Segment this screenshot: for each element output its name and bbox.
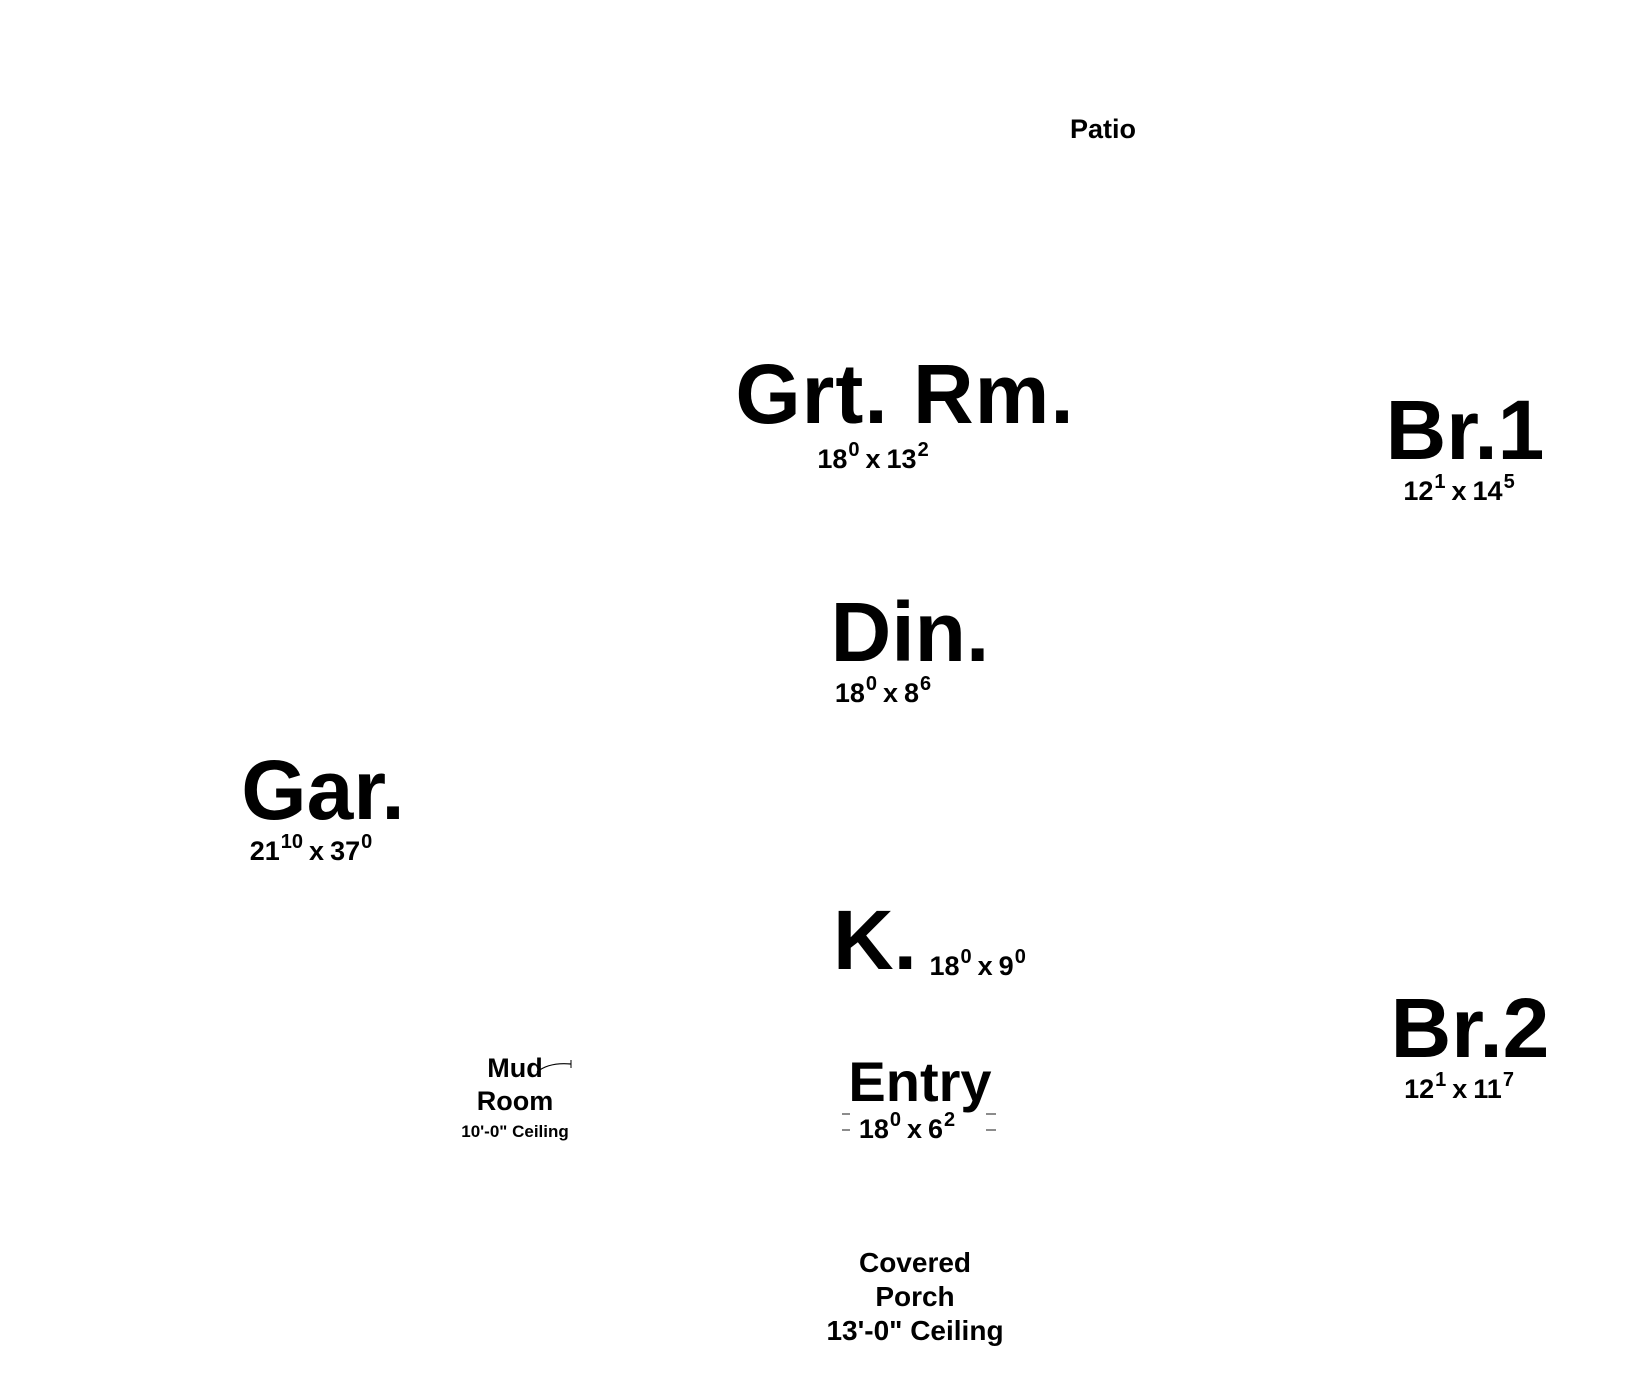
entry-name: Entry <box>848 1050 992 1113</box>
bedroom-2-name: Br.2 <box>1390 981 1550 1075</box>
covered-porch-line1: Covered <box>858 1247 972 1278</box>
kitchen-name: K. <box>833 893 917 987</box>
mud-room-line1: Mud <box>487 1053 543 1083</box>
entry-wall-ticks <box>842 1113 996 1131</box>
patio-name: Patio <box>1070 114 1137 144</box>
covered-porch-ceiling: 13'-0" Ceiling <box>826 1315 1004 1347</box>
mud-room-ceiling: 10'-0" Ceiling <box>461 1121 569 1141</box>
mud-room-line2: Room <box>476 1085 554 1116</box>
covered-porch: Covered Porch 13'-0" Ceiling <box>810 1246 1020 1348</box>
garage-name: Gar. <box>241 743 405 837</box>
dining-room-name: Din. <box>830 585 990 679</box>
mud-room-door-swing <box>536 1060 572 1073</box>
great-room-name: Grt. Rm. <box>735 347 1075 441</box>
patio-label: Patio <box>1070 113 1136 146</box>
bedroom-1-name: Br.1 <box>1385 383 1545 477</box>
covered-porch-line2: Porch <box>875 1281 955 1313</box>
mud-room: Mud Room 10'-0" Ceiling <box>440 1052 590 1143</box>
